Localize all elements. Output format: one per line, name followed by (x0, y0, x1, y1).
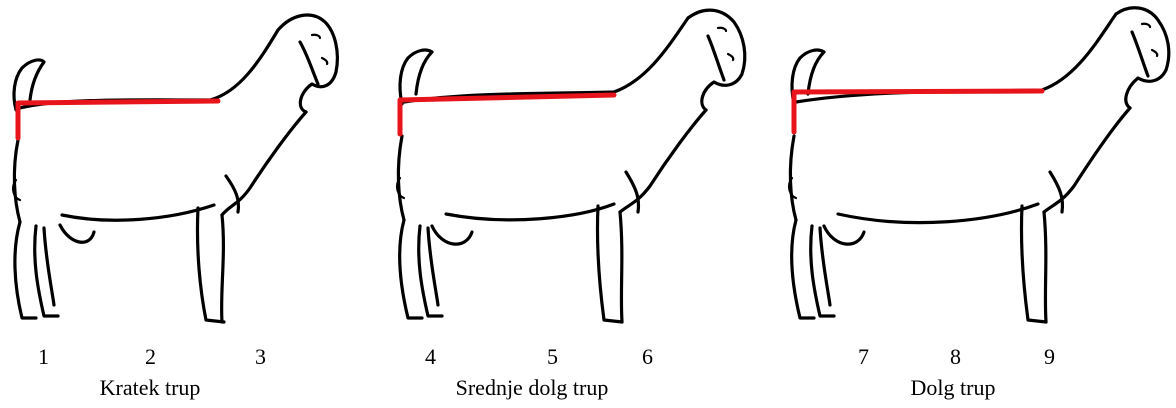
goat-illustration-short (0, 0, 392, 340)
panel-long-body: 7 8 9 Dolg trup (780, 0, 1176, 408)
panel-caption: Dolg trup (911, 377, 996, 399)
score-number: 6 (642, 346, 653, 368)
score-number: 2 (145, 346, 156, 368)
score-number: 8 (950, 346, 961, 368)
body-length-marker-2 (400, 95, 614, 134)
score-number: 9 (1044, 346, 1055, 368)
score-number: 4 (425, 346, 436, 368)
score-number: 3 (255, 346, 266, 368)
goat-illustration-long (780, 0, 1176, 340)
body-length-marker-1 (18, 101, 218, 138)
panel-caption: Kratek trup (100, 377, 201, 399)
panel-caption: Srednje dolg trup (456, 377, 609, 399)
panel-medium-body: 4 5 6 Srednje dolg trup (388, 0, 780, 408)
score-number: 7 (858, 346, 869, 368)
score-number: 1 (38, 346, 49, 368)
goat-illustration-medium (388, 0, 780, 340)
panel-short-body: 1 2 3 Kratek trup (0, 0, 392, 408)
score-number: 5 (547, 346, 558, 368)
